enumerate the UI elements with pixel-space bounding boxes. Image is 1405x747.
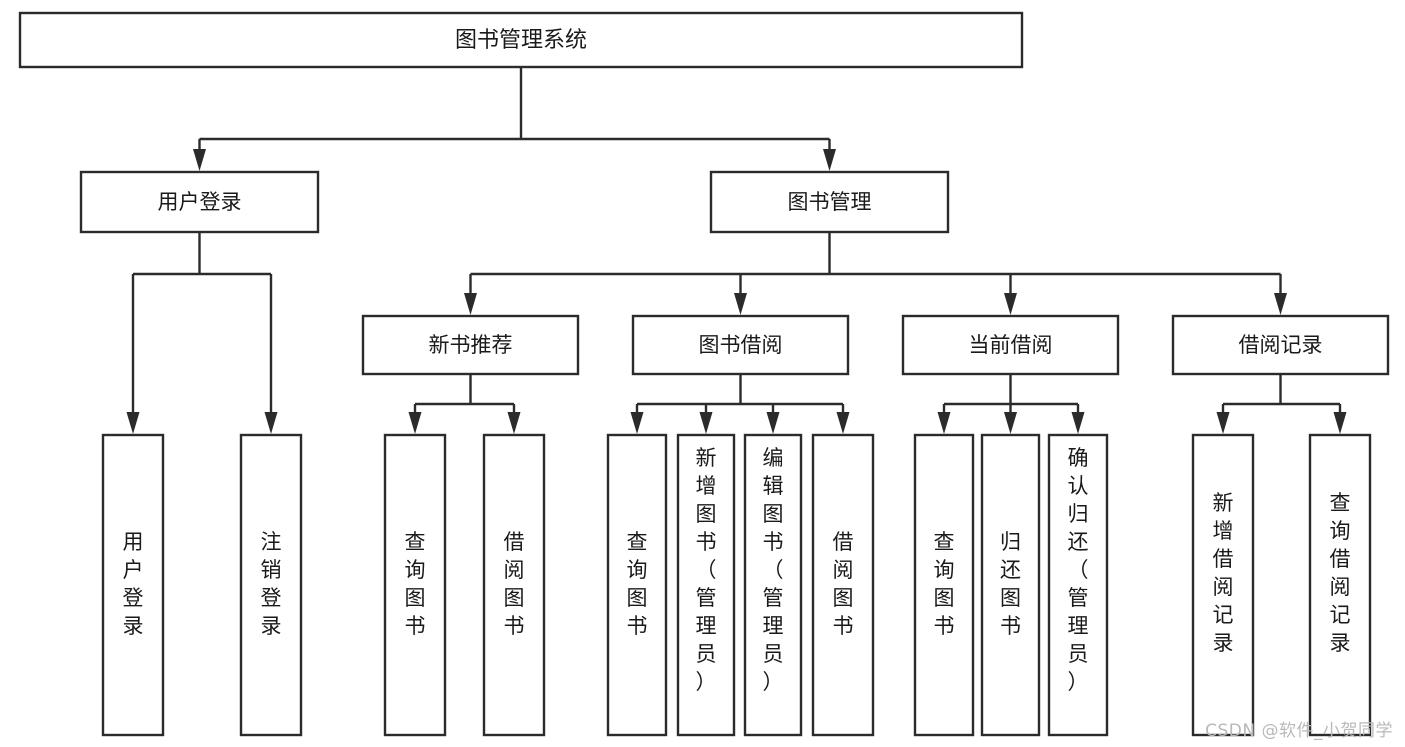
- node-root-root[interactable]: [18, 11, 1024, 69]
- node-leaf-query-record[interactable]: [1308, 433, 1372, 737]
- node-leaf-add-book[interactable]: [676, 433, 736, 737]
- node-book-borrow[interactable]: [631, 314, 850, 376]
- node-label-book-borrow: 图书借阅: [699, 333, 783, 357]
- node-leaf-query-book-1[interactable]: [383, 433, 447, 737]
- node-book-manage[interactable]: [709, 170, 950, 234]
- node-borrow-record[interactable]: [1171, 314, 1390, 376]
- node-leaf-borrow-book-2[interactable]: [811, 433, 875, 737]
- node-user-login[interactable]: [79, 170, 320, 234]
- csdn-watermark: CSDN @软件_小贺同学: [1205, 721, 1393, 741]
- node-current-borrow[interactable]: [901, 314, 1120, 376]
- node-leaf-return-book[interactable]: [980, 433, 1041, 737]
- node-new-book-rec[interactable]: [361, 314, 580, 376]
- node-label-user-login: 用户登录: [158, 190, 242, 214]
- node-leaf-user-login[interactable]: [101, 433, 165, 737]
- node-leaf-edit-book[interactable]: [743, 433, 803, 737]
- edges-layer: [126, 67, 1347, 434]
- node-leaf-borrow-book-1[interactable]: [482, 433, 546, 737]
- node-leaf-query-book-2[interactable]: [606, 433, 668, 737]
- node-leaf-confirm-return[interactable]: [1047, 433, 1109, 737]
- node-leaf-add-record[interactable]: [1191, 433, 1255, 737]
- node-leaf-user-logout[interactable]: [239, 433, 303, 737]
- node-label-current-borrow: 当前借阅: [969, 333, 1053, 357]
- node-label-new-book-rec: 新书推荐: [429, 333, 513, 357]
- node-label-book-manage: 图书管理: [788, 190, 872, 214]
- node-label-borrow-record: 借阅记录: [1239, 333, 1323, 357]
- node-leaf-query-book-3[interactable]: [913, 433, 975, 737]
- node-label-root: 图书管理系统: [455, 28, 587, 53]
